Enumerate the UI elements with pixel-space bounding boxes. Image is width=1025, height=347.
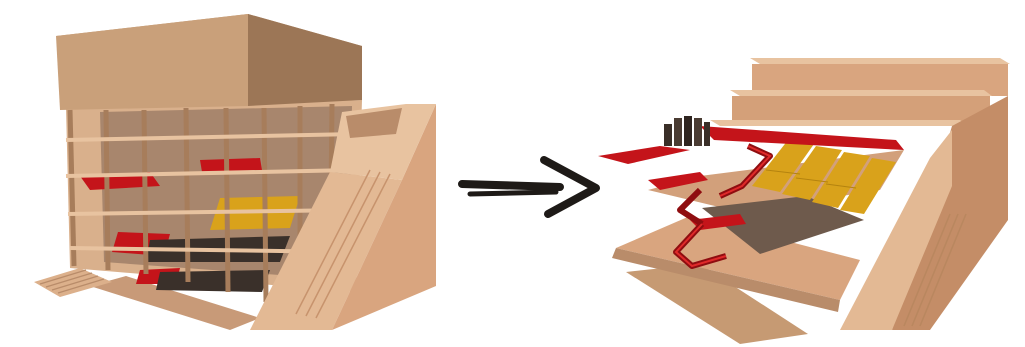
- right-red-balcony-left: [598, 146, 690, 164]
- left-roof-side: [248, 14, 362, 106]
- right-tier-back-4: [710, 120, 968, 126]
- right-tier-back-2: [730, 90, 992, 96]
- right-tier-back-top: [750, 58, 1010, 64]
- right-books-icon: [664, 116, 710, 146]
- left-floor-red-2: [200, 158, 262, 172]
- right-building-model: [598, 58, 1010, 344]
- left-roof-front: [56, 14, 248, 110]
- left-building-model: [34, 14, 436, 330]
- transformation-arrow-icon: [462, 160, 596, 214]
- left-floor-dark-2: [156, 270, 270, 292]
